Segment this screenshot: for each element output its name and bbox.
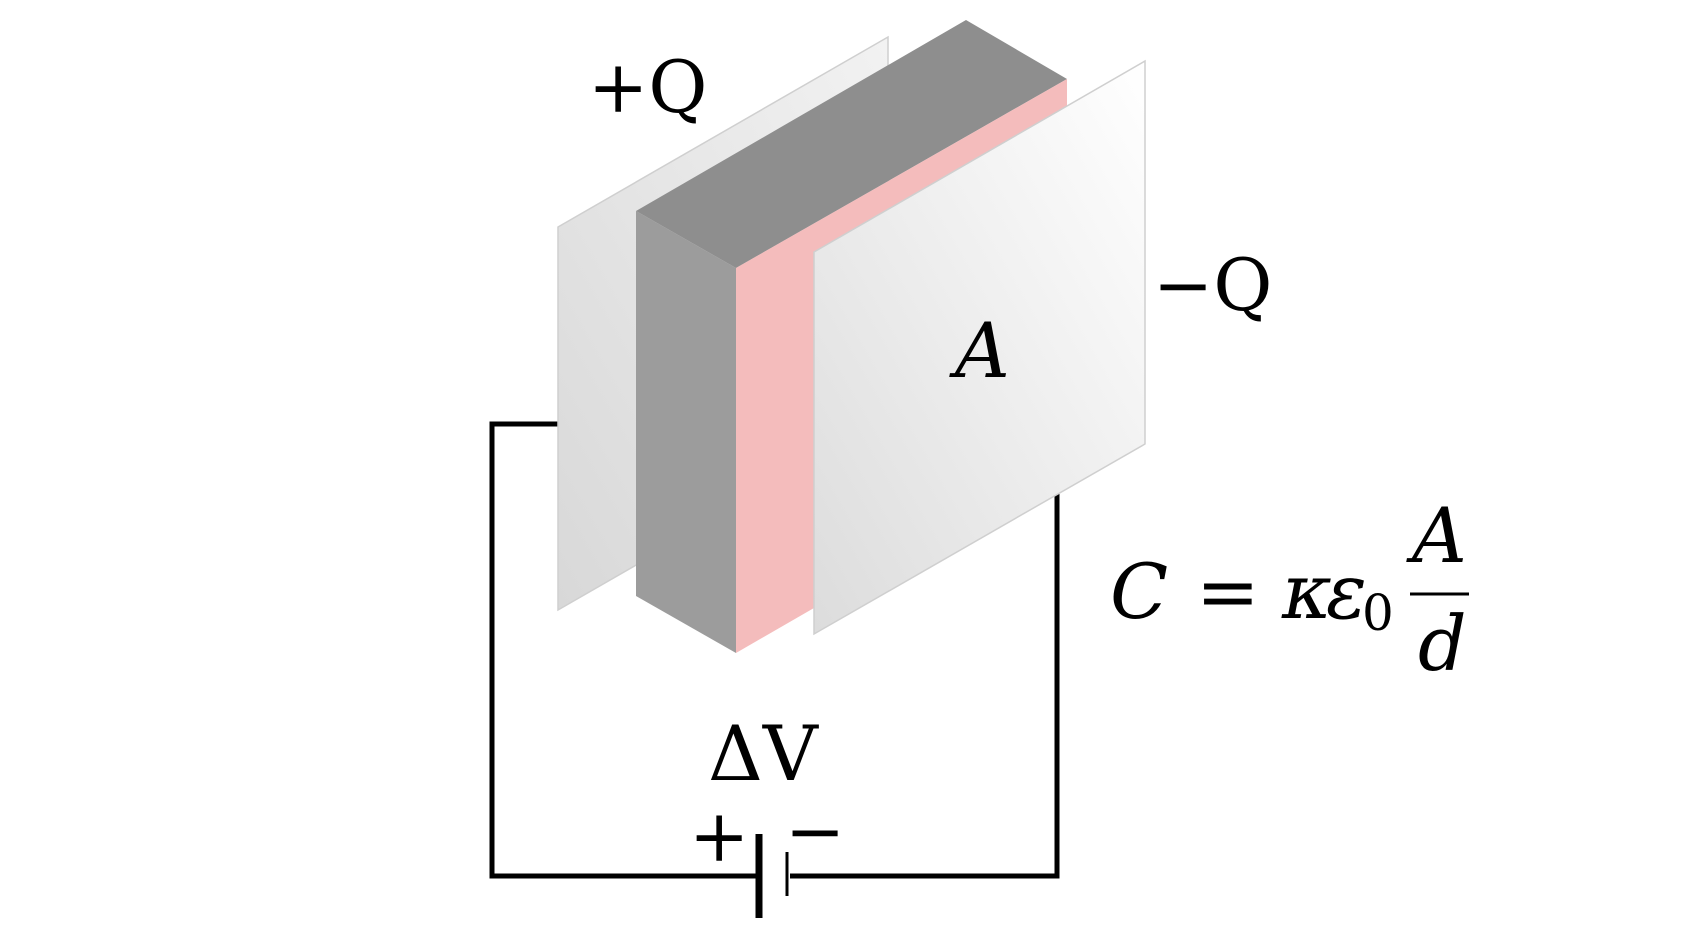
battery-plus-sign: + [689, 794, 749, 878]
formula-capacitance: C [1110, 547, 1168, 636]
positive-charge-label: +Q [588, 45, 707, 129]
potential-difference-label: ΔV [708, 709, 819, 798]
dielectric-top-face [636, 20, 1067, 268]
dielectric-left-face [636, 211, 736, 653]
formula-numerator: A [1406, 491, 1467, 580]
negative-charge-label: −Q [1153, 243, 1272, 327]
formula-denominator: d [1418, 599, 1467, 688]
formula-epsilon-subscript: 0 [1362, 584, 1394, 642]
formula-kappa: κ [1281, 547, 1332, 636]
battery-minus-sign: − [785, 789, 845, 873]
negative-plate [813, 59, 1146, 636]
formula-equals: = [1196, 547, 1260, 636]
circuit-wire-right [790, 490, 1060, 879]
capacitance-formula: C = κ ε 0 A d [1110, 491, 1469, 688]
plate-area-label: A [949, 306, 1010, 395]
circuit-wire [489, 421, 760, 879]
formula-epsilon: ε [1326, 547, 1367, 636]
